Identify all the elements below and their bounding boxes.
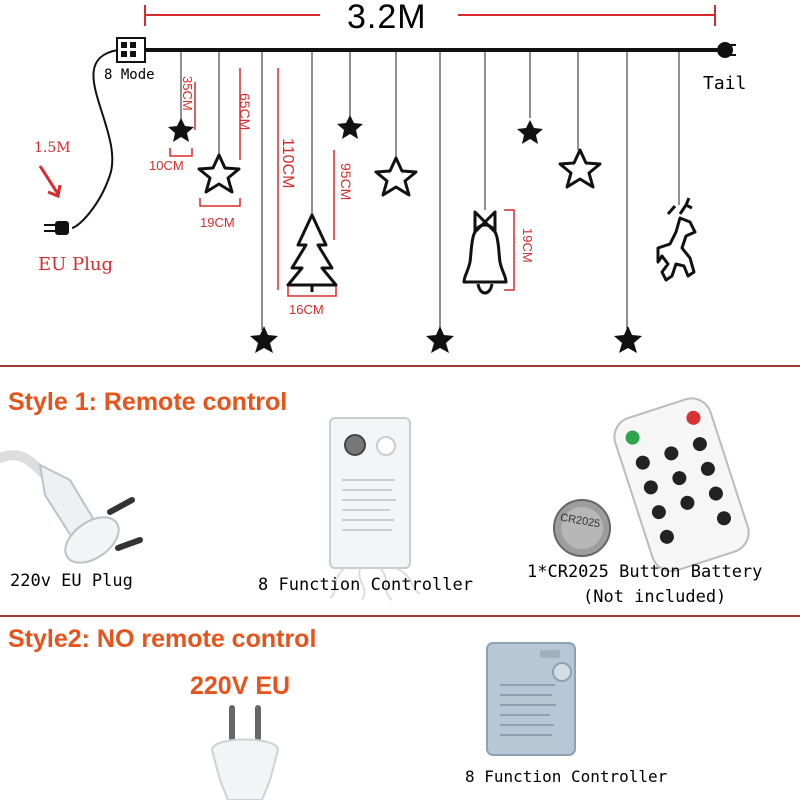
dim-19cm: 19CM bbox=[200, 215, 235, 230]
solid-star-icon bbox=[168, 118, 194, 142]
section-divider bbox=[0, 615, 800, 617]
battery-caption: 1*CR2025 Button Battery bbox=[527, 562, 763, 582]
christmas-tree-icon bbox=[286, 213, 338, 292]
mode-label: 8 Mode bbox=[104, 67, 155, 83]
plug-caption: 220v EU Plug bbox=[10, 571, 133, 591]
solid-star-icon bbox=[426, 326, 454, 353]
tail-label: Tail bbox=[703, 73, 747, 94]
plug-icon bbox=[44, 221, 69, 235]
dim-95cm: 95CM bbox=[338, 163, 354, 201]
section-divider bbox=[0, 365, 800, 367]
power-cable bbox=[71, 49, 119, 229]
dim-35cm: 35CM bbox=[180, 76, 195, 111]
style2-products bbox=[210, 642, 576, 800]
plug-label: EU Plug bbox=[38, 254, 114, 275]
cable-length-label: 1.5M bbox=[34, 140, 71, 156]
eu-plug-image bbox=[210, 705, 280, 800]
controller-image bbox=[486, 642, 576, 756]
dimension-guides bbox=[169, 68, 515, 297]
button-battery-image bbox=[553, 499, 611, 557]
dim-10cm: 10CM bbox=[149, 158, 184, 173]
solid-star-icon bbox=[614, 326, 642, 353]
controller-caption: 8 Function Controller bbox=[465, 767, 668, 786]
outline-star-icon bbox=[197, 153, 241, 194]
remote-control-image bbox=[613, 397, 750, 573]
reindeer-icon bbox=[656, 197, 697, 282]
light-strings bbox=[180, 52, 680, 330]
curtain-light-diagram bbox=[38, 5, 736, 353]
eu-plug-image bbox=[0, 450, 143, 564]
dim-65cm: 65CM bbox=[237, 93, 253, 131]
controller-image bbox=[329, 417, 421, 601]
voltage-label: 220V EU bbox=[190, 672, 291, 700]
dim-19cm-bell: 19CM bbox=[520, 228, 535, 263]
solid-star-icon bbox=[337, 115, 363, 139]
solid-star-icon bbox=[250, 326, 278, 353]
outline-star-icons bbox=[197, 148, 602, 197]
style2-title: Style2: NO remote control bbox=[8, 625, 317, 653]
dim-16cm: 16CM bbox=[289, 302, 324, 317]
solid-star-icons bbox=[168, 115, 642, 353]
controller-caption: 8 Function Controller bbox=[258, 575, 473, 595]
length-dimension-line bbox=[144, 5, 716, 26]
battery-note: (Not included) bbox=[583, 587, 727, 607]
arrow-icon bbox=[38, 165, 62, 199]
mode-box-icon bbox=[116, 37, 146, 63]
outline-star-icon bbox=[558, 148, 602, 189]
tail-connector-icon bbox=[717, 42, 736, 58]
solid-star-icon bbox=[517, 120, 543, 144]
bell-icon bbox=[462, 210, 508, 295]
dim-110cm: 110CM bbox=[279, 138, 296, 189]
style1-title: Style 1: Remote control bbox=[8, 388, 288, 416]
outline-star-icon bbox=[374, 156, 418, 197]
total-length-label: 3.2M bbox=[347, 0, 427, 36]
style1-products bbox=[0, 397, 750, 601]
